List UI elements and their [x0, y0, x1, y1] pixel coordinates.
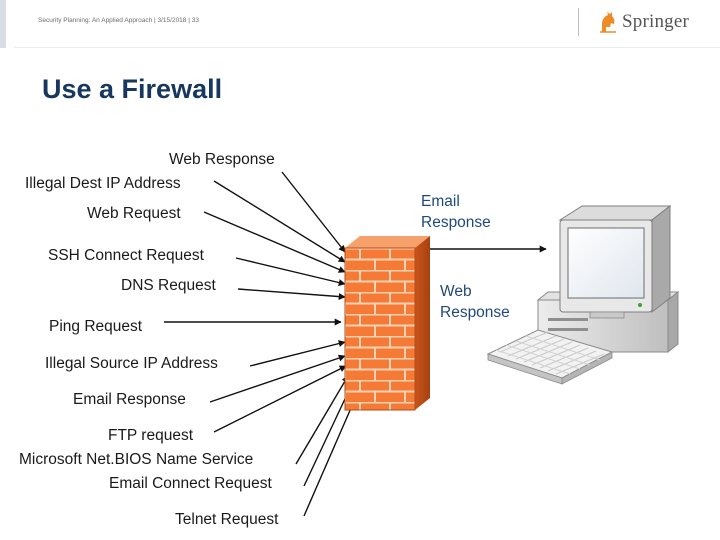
header-text: Security Planning: An Applied Approach |… [38, 17, 199, 24]
label-web-response: Web Response [169, 151, 275, 168]
label-allowed-email: Email [421, 193, 460, 210]
springer-horse-icon [600, 12, 616, 33]
arrow-netbios [295, 375, 349, 465]
keyboard-icon [486, 329, 614, 385]
slide-title: Use a Firewall [42, 74, 223, 104]
arrow-email-response-in [209, 354, 346, 403]
label-ping-request: Ping Request [49, 318, 143, 335]
label-dns-request: DNS Request [121, 277, 216, 294]
incoming-arrows [164, 171, 359, 517]
label-allowed-web: Web [440, 283, 472, 300]
firewall-brick-icon [344, 236, 430, 411]
arrow-ftp-request [213, 365, 347, 433]
springer-logo: Springer [598, 8, 689, 36]
arrow-dns-request [237, 288, 346, 301]
computer-monitor-icon [536, 204, 680, 354]
slide-header: Security Planning: An Applied Approach |… [0, 0, 720, 48]
label-ftp-request: FTP request [108, 427, 194, 444]
arrow-web-response [281, 171, 346, 253]
label-email-connect-request: Email Connect Request [109, 475, 272, 492]
arrow-illegal-source-ip [249, 340, 346, 367]
label-telnet-request: Telnet Request [175, 511, 279, 528]
arrow-web-request [203, 211, 346, 273]
springer-logo-text: Springer [622, 11, 690, 32]
label-illegal-source-ip: Illegal Source IP Address [45, 355, 218, 372]
header-divider [578, 8, 579, 36]
arrow-ssh-connect [235, 257, 346, 286]
label-web-request: Web Request [87, 205, 181, 222]
label-illegal-dest-ip: Illegal Dest IP Address [25, 175, 181, 192]
label-allowed-web-response: Response [440, 304, 510, 321]
arrow-email-connect [303, 383, 353, 487]
label-allowed-email-response: Response [421, 214, 491, 231]
label-ssh-connect-request: SSH Connect Request [48, 247, 204, 264]
arrow-telnet-request [303, 391, 359, 517]
header-accent-bar [0, 0, 6, 48]
label-netbios-name-service: Microsoft Net.BIOS Name Service [19, 451, 254, 468]
arrow-illegal-dest-ip [213, 180, 346, 263]
label-email-response: Email Response [73, 391, 186, 408]
header-rule [14, 47, 720, 48]
